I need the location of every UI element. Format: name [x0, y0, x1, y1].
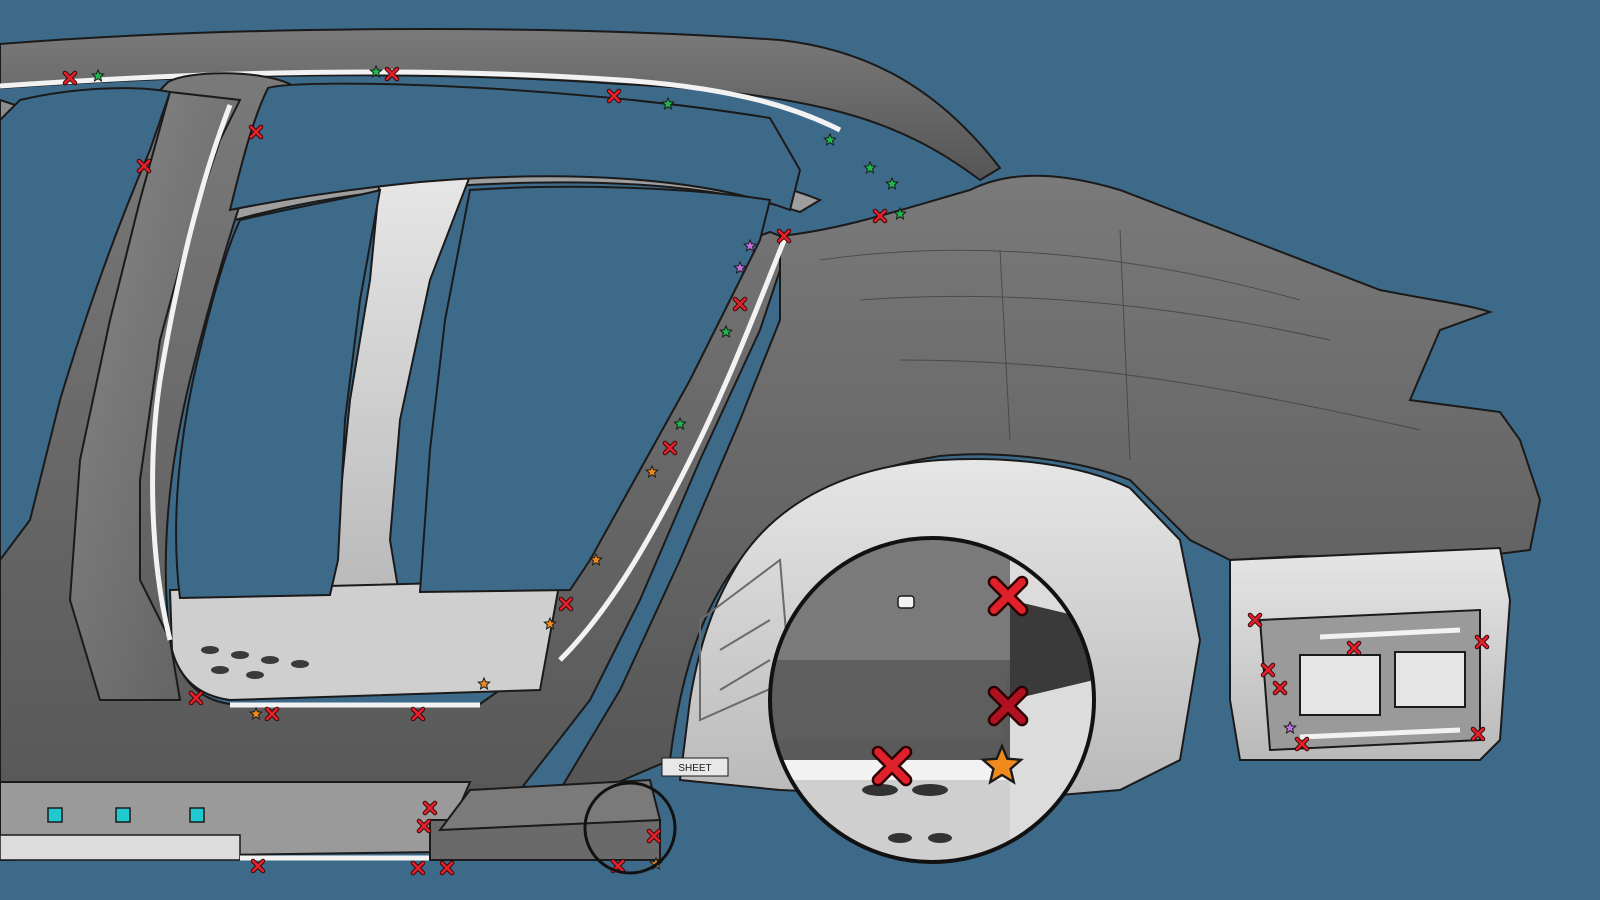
star-icon[interactable] — [719, 324, 733, 338]
x-mark-icon[interactable] — [422, 800, 438, 816]
x-mark-icon[interactable] — [384, 66, 400, 82]
zoom-slot — [897, 595, 915, 609]
star-icon[interactable] — [249, 706, 263, 720]
x-mark-icon[interactable] — [871, 745, 913, 787]
zoom-dark-gap — [1010, 600, 1094, 700]
rear-panel-seam-bottom — [1299, 727, 1461, 740]
quarter-lower[interactable] — [437, 778, 662, 832]
x-mark-icon[interactable] — [1260, 662, 1276, 678]
x-mark-icon[interactable] — [250, 858, 266, 874]
x-mark-icon[interactable] — [1474, 634, 1490, 650]
x-mark-icon[interactable] — [1346, 640, 1362, 656]
x-mark-icon[interactable] — [732, 296, 748, 312]
rocker-flange — [0, 834, 241, 861]
zoom-outline — [768, 536, 1096, 864]
x-mark-icon[interactable] — [439, 860, 455, 876]
x-mark-icon[interactable] — [410, 706, 426, 722]
rear-door-glass-opening — [228, 82, 802, 212]
callout-source-circle[interactable] — [583, 781, 677, 875]
roof-rail[interactable] — [0, 27, 1002, 182]
rear-panel-seam-top — [1319, 627, 1461, 640]
x-mark-icon[interactable] — [1294, 736, 1310, 752]
x-mark-icon[interactable] — [410, 860, 426, 876]
star-icon[interactable] — [743, 238, 757, 252]
square-icon[interactable] — [189, 807, 205, 823]
x-mark-icon[interactable] — [136, 158, 152, 174]
zoom-hole — [912, 784, 948, 796]
square-icon[interactable] — [115, 807, 131, 823]
weld-star-markers — [91, 64, 1297, 870]
x-mark-icon[interactable] — [416, 818, 432, 834]
x-mark-icon[interactable] — [776, 228, 792, 244]
x-mark-icon[interactable] — [558, 596, 574, 612]
part-label-text: SHEET — [678, 763, 711, 774]
star-icon[interactable] — [645, 464, 659, 478]
square-markers — [47, 807, 205, 823]
star-icon[interactable] — [589, 552, 603, 566]
door-aperture — [175, 188, 382, 600]
callout-detail-circle[interactable] — [768, 536, 1096, 864]
square-icon[interactable] — [47, 807, 63, 823]
star-icon[interactable] — [369, 64, 383, 78]
floor-pan-holes — [201, 646, 309, 679]
roof-rail-seam — [0, 69, 842, 133]
star-icon[interactable] — [980, 742, 1024, 785]
x-mark-icon[interactable] — [872, 208, 888, 224]
rear-panel-window-right — [1394, 651, 1466, 708]
x-mark-icon[interactable] — [62, 70, 78, 86]
zoom-hole — [928, 833, 952, 843]
star-icon[interactable] — [1283, 720, 1297, 734]
star-icon[interactable] — [91, 68, 105, 82]
part-label: SHEET — [661, 757, 729, 777]
star-icon[interactable] — [863, 160, 877, 174]
rear-quarter-panel[interactable] — [558, 174, 1542, 791]
x-mark-icon[interactable] — [1470, 726, 1486, 742]
x-mark-icon[interactable] — [1272, 680, 1288, 696]
x-mark-icon[interactable] — [606, 88, 622, 104]
star-icon[interactable] — [733, 260, 747, 274]
x-mark-icon[interactable] — [1247, 612, 1263, 628]
zoom-hole — [888, 833, 912, 843]
c-pillar-seam — [558, 237, 788, 662]
star-icon[interactable] — [823, 132, 837, 146]
x-mark-icon[interactable] — [987, 575, 1029, 617]
zoom-mid-panel — [770, 660, 1010, 740]
b-pillar-seam — [150, 104, 233, 641]
zoom-markers — [871, 575, 1029, 787]
star-icon[interactable] — [893, 206, 907, 220]
x-mark-icon[interactable] — [662, 440, 678, 456]
star-icon[interactable] — [673, 416, 687, 430]
star-icon[interactable] — [661, 96, 675, 110]
weld-cross-markers — [62, 66, 1490, 876]
star-icon[interactable] — [885, 176, 899, 190]
x-mark-icon[interactable] — [264, 706, 280, 722]
front-door-aperture — [0, 87, 172, 562]
x-mark-icon[interactable] — [646, 828, 662, 844]
rear-panel-window-left — [1299, 654, 1381, 716]
floor-pan[interactable] — [168, 578, 562, 702]
star-icon[interactable] — [477, 676, 491, 690]
x-mark-icon[interactable] — [987, 685, 1029, 727]
x-mark-icon[interactable] — [188, 690, 204, 706]
rear-quarter-opening — [418, 185, 772, 594]
x-mark-icon[interactable] — [248, 124, 264, 140]
quarter-panel-feature-lines — [819, 229, 1421, 461]
star-icon[interactable] — [543, 616, 557, 630]
zoom-hole — [862, 784, 898, 796]
